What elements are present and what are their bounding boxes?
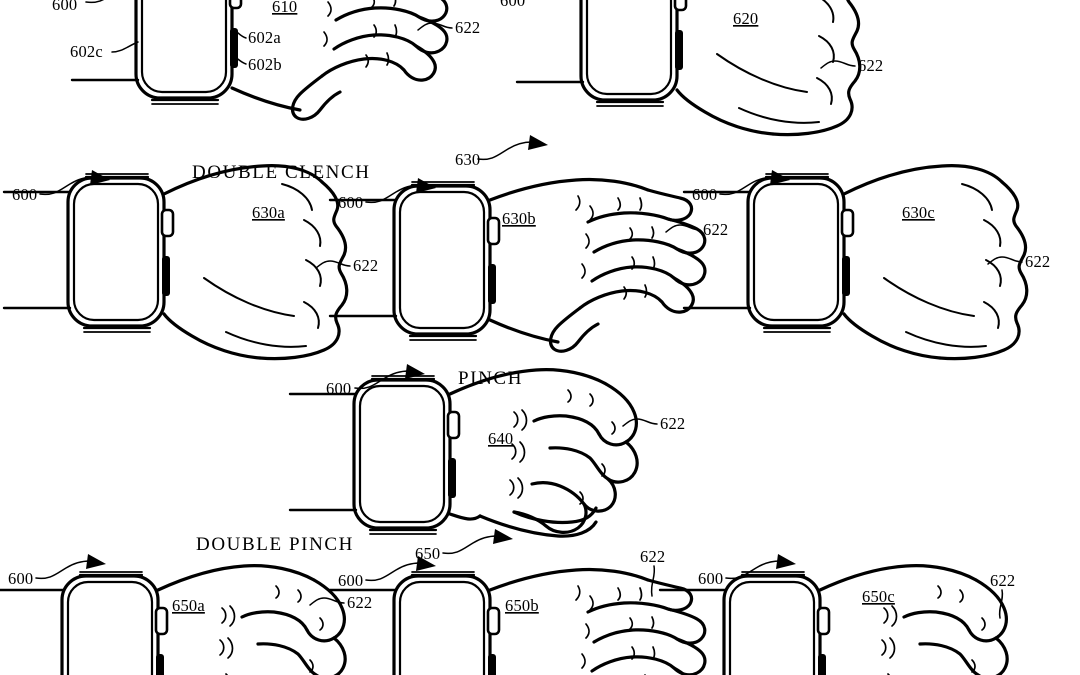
label-602a: 602a [248, 28, 281, 47]
label-602b: 602b [248, 55, 282, 74]
label-622-r1c1: 622 [455, 18, 480, 37]
watch-600-r1c2[interactable] [515, 0, 688, 108]
panel-fist-630a: 600 630a 622 [2, 164, 378, 361]
row-clench: 600 602c 602a 602b 610 622 [52, 0, 883, 137]
title-double-clench: DOUBLE CLENCH [192, 162, 371, 183]
hand-open-650b [488, 567, 707, 675]
label-622-r4c1: 622 [347, 593, 372, 612]
leader-600-r1c1 [85, 0, 157, 4]
panel-open-hand-610: 600 602c 602a 602b 610 622 [52, 0, 480, 121]
row-pinch: PINCH 600 640 622 [288, 363, 685, 538]
label-620: 620 [733, 9, 758, 28]
label-600-r2c2: 600 [338, 193, 363, 212]
row-double-pinch: DOUBLE PINCH 650 600 650a 622 [0, 528, 1015, 675]
panel-fist-630c: 600 630c 622 [682, 164, 1050, 361]
leader-622-r2c1 [315, 260, 351, 269]
label-602c: 602c [70, 42, 103, 61]
panel-pinch-650a: 600 650a 622 [0, 553, 372, 675]
row-double-clench: DOUBLE CLENCH 630 600 630a 622 [2, 134, 1050, 361]
label-622-r4c2: 622 [640, 547, 665, 566]
leader-650-group [442, 528, 514, 555]
label-630c: 630c [902, 203, 935, 222]
label-600-r2c3: 600 [692, 185, 717, 204]
panel-fist-620: 600 620 622 [500, 0, 883, 137]
label-640: 640 [488, 429, 513, 448]
label-600-r4c2: 600 [338, 571, 363, 590]
label-630-group: 630 [455, 150, 480, 169]
label-622-r2c3: 622 [1025, 252, 1050, 271]
leader-622-r1c1 [417, 22, 453, 31]
hand-pinch-640 [448, 368, 639, 538]
label-622-r2c2: 622 [703, 220, 728, 239]
hand-fist-630a [162, 164, 349, 361]
label-600-r3c1: 600 [326, 379, 351, 398]
hand-pinch-650c [818, 564, 1009, 675]
panel-open-hand-650b: 600 650b 622 [328, 547, 707, 675]
leader-622-r2c2 [665, 224, 701, 233]
hand-open-630b [488, 177, 707, 353]
label-630b: 630b [502, 209, 536, 228]
leader-602b [233, 56, 247, 65]
label-610: 610 [272, 0, 297, 16]
panel-pinch-650c: 600 650c 622 [658, 553, 1015, 675]
label-600-r1c1: 600 [52, 0, 77, 14]
watch-600-r4c3[interactable] [658, 570, 831, 675]
label-600-r2c1: 600 [12, 185, 37, 204]
leader-622-r1c2 [820, 60, 856, 69]
title-double-pinch: DOUBLE PINCH [196, 534, 354, 555]
leader-622-r3c1 [622, 418, 658, 427]
panel-pinch-640: 600 640 622 [288, 363, 685, 538]
leader-602a [233, 29, 247, 39]
watch-600-r3c1[interactable] [288, 374, 461, 536]
leader-622-r2c3 [987, 256, 1023, 265]
label-630a: 630a [252, 203, 285, 222]
leader-622-r4c3 [998, 589, 1004, 619]
leader-622-r4c2 [650, 565, 656, 597]
hand-fist-620 [675, 0, 862, 137]
hand-fist-630c [842, 164, 1029, 361]
label-650b: 650b [505, 596, 539, 615]
label-622-r2c1: 622 [353, 256, 378, 275]
label-600-r4c1: 600 [8, 569, 33, 588]
label-622-r4c3: 622 [990, 571, 1015, 590]
panel-open-hand-630b: 600 630b 622 [328, 177, 728, 353]
leader-630-group [477, 134, 549, 161]
label-600-r4c3: 600 [698, 569, 723, 588]
label-650a: 650a [172, 596, 205, 615]
label-650c: 650c [862, 587, 895, 606]
label-600-r1c2: 600 [500, 0, 525, 10]
label-622-r1c2: 622 [858, 56, 883, 75]
label-622-r3c1: 622 [660, 414, 685, 433]
leader-602c [111, 41, 139, 53]
hand-pinch-650a [156, 564, 347, 675]
